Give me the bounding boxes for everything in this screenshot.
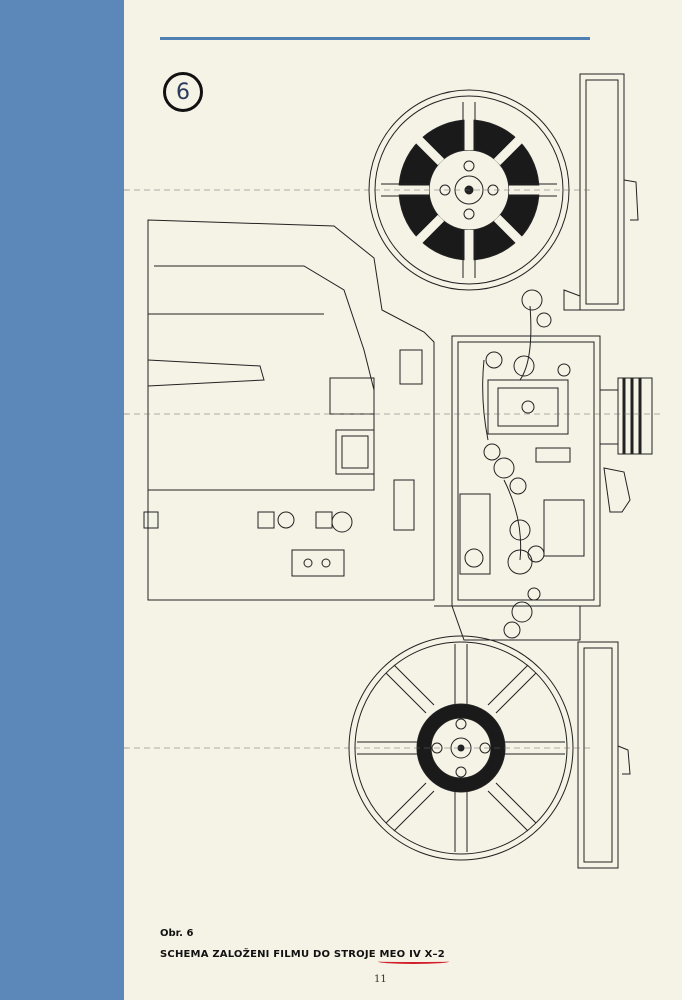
caption-model: MEO IV X–2 xyxy=(379,949,445,960)
lower-reel xyxy=(348,635,574,861)
lower-reel-arm xyxy=(434,605,631,869)
axis-lines xyxy=(124,189,664,749)
page-number: 11 xyxy=(374,974,387,985)
figure-caption: SCHEMA ZALOŽENI FILMU DO STROJE MEO IV X… xyxy=(160,949,445,960)
lens-barrel xyxy=(599,377,653,513)
upper-reel-arm xyxy=(563,73,639,311)
side-color-band xyxy=(0,0,124,1000)
projector-diagram xyxy=(124,73,664,869)
lamp-house xyxy=(143,219,435,601)
figure-number-badge: 6 xyxy=(163,72,203,112)
film-mechanism xyxy=(451,289,601,639)
figure-number: 6 xyxy=(176,79,190,105)
figure-label: Obr. 6 xyxy=(160,928,194,939)
caption-prefix: SCHEMA ZALOŽENI FILMU DO STROJE xyxy=(160,949,376,960)
top-rule xyxy=(160,37,590,40)
